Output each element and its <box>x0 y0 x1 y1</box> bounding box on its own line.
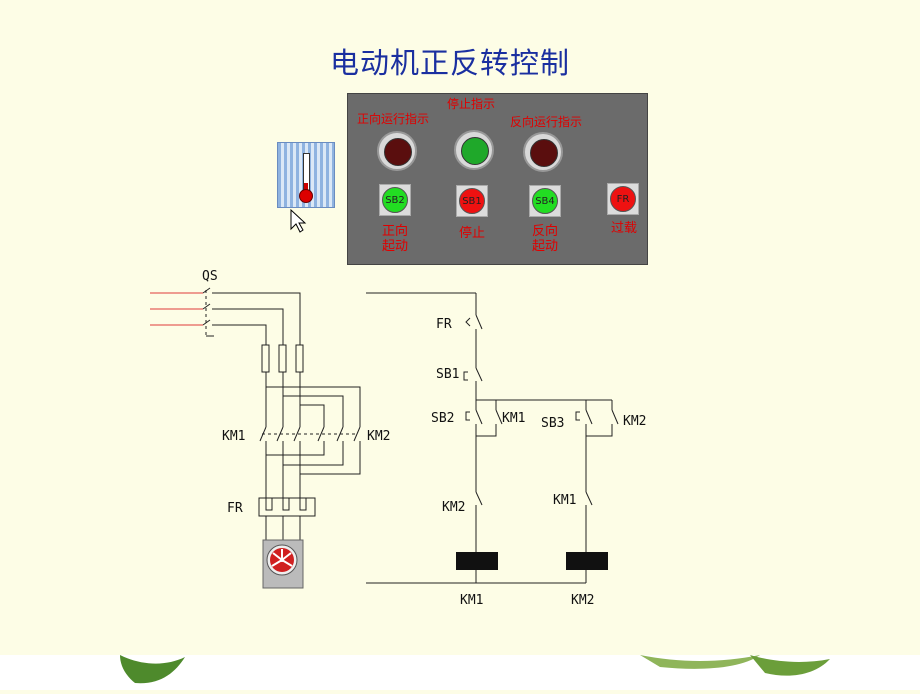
qs-label: QS <box>202 269 218 284</box>
coil-km2-label: KM2 <box>571 593 594 608</box>
motor-icon <box>262 539 304 589</box>
footer-decoration <box>0 655 920 690</box>
leaf-icon <box>120 655 185 684</box>
sb2-label: SB2 <box>431 411 454 426</box>
km2-hold-label: KM2 <box>623 414 646 429</box>
forward-start-label: 正向 起动 <box>381 224 408 254</box>
stop-indicator-label: 停止指示 <box>447 97 496 111</box>
control-circuit <box>366 292 619 584</box>
reverse-indicator-lamp <box>523 132 563 172</box>
leaf-icon-2 <box>640 655 760 669</box>
sb3-label: SB3 <box>541 416 564 431</box>
mouse-cursor-icon <box>290 208 307 233</box>
km1-coil <box>456 552 498 570</box>
fr-main-label: FR <box>227 501 243 516</box>
stop-indicator-lamp <box>454 130 494 170</box>
sb1-label: SB1 <box>436 367 459 382</box>
sb1-stop-button[interactable]: SB1 <box>456 185 488 217</box>
fr-ctrl-label: FR <box>436 317 452 332</box>
reverse-start-label: 反向 起动 <box>531 224 558 254</box>
forward-indicator-label: 正向运行指示 <box>357 112 430 126</box>
reverse-indicator-label: 反向运行指示 <box>510 115 583 129</box>
control-panel: 正向运行指示 停止指示 反向运行指示 SB2 SB1 SB4 FR 正向 起动 … <box>347 93 648 265</box>
qs-switch <box>202 287 214 337</box>
km2-main-label: KM2 <box>367 429 390 444</box>
km1-interlock-label: KM1 <box>553 493 576 508</box>
km2-interlock-label: KM2 <box>442 500 465 515</box>
overload-label: 过载 <box>610 221 637 236</box>
page-title: 电动机正反转控制 <box>329 46 570 80</box>
thermometer-icon[interactable] <box>277 142 335 208</box>
forward-indicator-lamp <box>377 131 417 171</box>
leaf-icon-3 <box>750 655 830 676</box>
coil-km1-label: KM1 <box>460 593 483 608</box>
main-circuit <box>150 287 361 540</box>
km2-coil <box>566 552 608 570</box>
km1-main-label: KM1 <box>222 429 245 444</box>
sb2-forward-start-button[interactable]: SB2 <box>379 184 411 216</box>
km1-hold-label: KM1 <box>502 411 525 426</box>
fr-overload-button[interactable]: FR <box>607 183 639 215</box>
sb4-reverse-start-button[interactable]: SB4 <box>529 185 561 217</box>
stop-label: 停止 <box>458 226 485 241</box>
